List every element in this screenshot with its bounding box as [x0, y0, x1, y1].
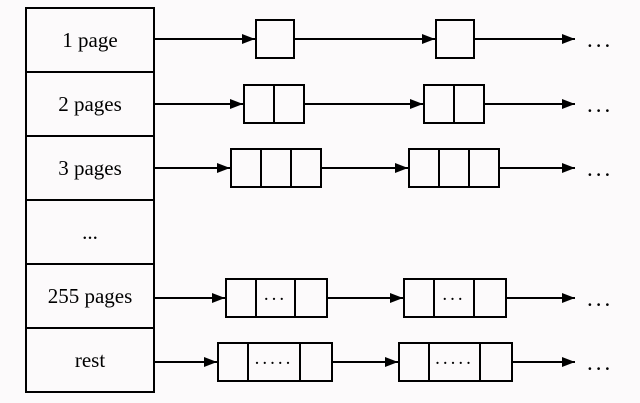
- node-cell: [232, 150, 262, 186]
- node-cell: [437, 21, 473, 57]
- ellipsis-tail: ...: [587, 286, 614, 311]
- arrow-icon: [322, 167, 408, 169]
- table-row-rest: rest: [74, 347, 106, 372]
- ellipsis-tail: ...: [587, 27, 614, 52]
- list-node: ...: [225, 278, 328, 318]
- node-cell: [301, 344, 331, 380]
- arrow-icon: [154, 297, 225, 299]
- arrow-icon: [154, 167, 230, 169]
- arrow-icon: [500, 167, 575, 169]
- node-cell: [245, 86, 275, 122]
- table-row-2-pages: 2 pages: [27, 73, 153, 137]
- node-cell: ...: [435, 280, 475, 316]
- list-node: [408, 148, 500, 188]
- arrow-icon: [507, 297, 575, 299]
- node-cell: [219, 344, 249, 380]
- arrow-icon: [154, 103, 243, 105]
- node-cell: [470, 150, 498, 186]
- list-node: .....: [217, 342, 333, 382]
- node-cell: [425, 86, 455, 122]
- node-cell: [410, 150, 440, 186]
- table-row-1-page: 1 page: [27, 9, 153, 73]
- list-node: [230, 148, 322, 188]
- arrow-icon: [513, 361, 575, 363]
- node-cell: [440, 150, 470, 186]
- arrow-icon: [154, 361, 217, 363]
- node-cell: [455, 86, 483, 122]
- arrow-icon: [475, 38, 575, 40]
- ellipsis-tail: ...: [587, 92, 614, 117]
- size-table: 1 page 2 pages 3 pages ... 255 pages res…: [25, 7, 155, 393]
- node-cell: [400, 344, 430, 380]
- node-cell: [475, 280, 505, 316]
- node-cell: [481, 344, 511, 380]
- node-cell: [296, 280, 326, 316]
- node-cell: [275, 86, 303, 122]
- node-cell: [405, 280, 435, 316]
- ellipsis-tail: ...: [587, 156, 614, 181]
- node-cell: [292, 150, 320, 186]
- table-row-255-pages: 255 pages: [27, 265, 153, 329]
- node-cell: .....: [430, 344, 481, 380]
- arrow-icon: [328, 297, 403, 299]
- node-cell: [257, 21, 293, 57]
- arrow-icon: [305, 103, 423, 105]
- node-cell: [262, 150, 292, 186]
- table-row-ellipsis: ...: [27, 201, 153, 265]
- node-cell: .....: [249, 344, 301, 380]
- node-cell: ...: [257, 280, 296, 316]
- arrow-icon: [154, 38, 255, 40]
- arrow-icon: [485, 103, 575, 105]
- list-node: [423, 84, 485, 124]
- list-node: [435, 19, 475, 59]
- list-node: .....: [398, 342, 513, 382]
- table-row-3-pages: 3 pages: [27, 137, 153, 201]
- arrow-icon: [295, 38, 435, 40]
- node-cell: [227, 280, 257, 316]
- list-node: [255, 19, 295, 59]
- list-node: [243, 84, 305, 124]
- arrow-icon: [333, 361, 398, 363]
- list-node: ...: [403, 278, 507, 318]
- ellipsis-tail: ...: [587, 350, 614, 375]
